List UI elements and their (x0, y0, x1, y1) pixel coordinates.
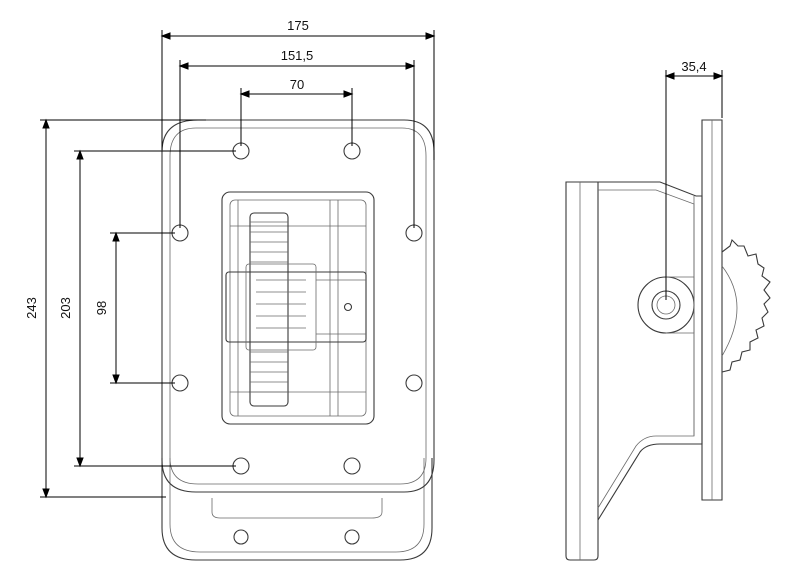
side-flange-left (565, 181, 599, 561)
rear-plate-hole-left (233, 529, 249, 545)
front-view (161, 119, 435, 561)
pocket-outline (221, 191, 375, 425)
rear-plate-hole-right (344, 529, 360, 545)
rear-plate-outline (161, 458, 433, 561)
gear-sector-icon (721, 238, 771, 373)
dim-203: 203 (58, 297, 73, 319)
front-plate-outline (161, 119, 435, 493)
mounting-hole (343, 457, 361, 475)
side-bracket-body (597, 181, 703, 521)
gear-mechanism (225, 200, 367, 416)
side-view (565, 119, 771, 561)
dimension-lines (40, 30, 724, 499)
mounting-hole (405, 374, 423, 392)
dim-70: 70 (290, 77, 304, 92)
dim-98: 98 (94, 301, 109, 315)
dim-175: 175 (287, 18, 309, 33)
dim-35-4: 35,4 (681, 59, 706, 74)
rear-plate-slot (211, 498, 383, 519)
front-plate-inner-outline (169, 127, 427, 485)
dim-243: 243 (24, 297, 39, 319)
dim-151-5: 151,5 (281, 48, 314, 63)
rear-plate-inner-outline (169, 458, 425, 553)
